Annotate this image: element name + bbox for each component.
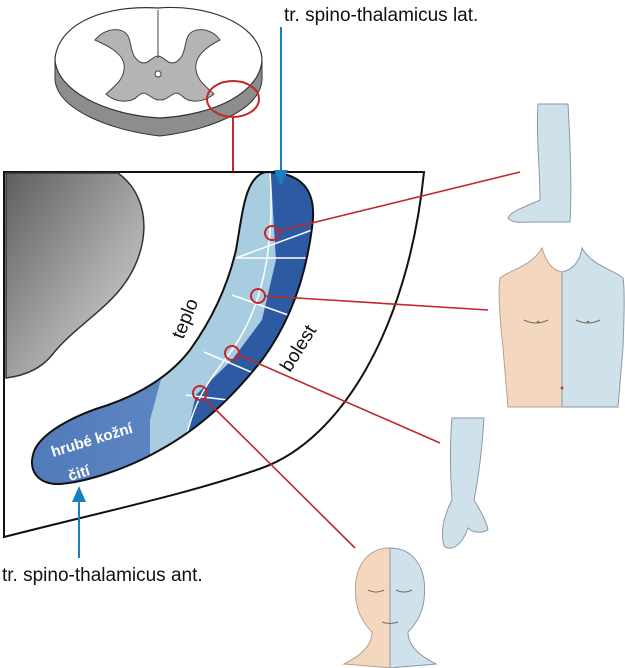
gray-matter [94, 29, 221, 102]
label-crude-touch-line2: čití [66, 462, 92, 485]
dorsal-horn [5, 172, 145, 379]
connector-lines [205, 171, 521, 549]
spinal-cord-cross-section-icon [54, 6, 263, 172]
leg-figure-icon [507, 103, 572, 223]
arm-figure-icon [441, 417, 489, 549]
label-tract-anterior: tr. spino-thalamicus ant. [2, 565, 203, 586]
head-figure-icon [342, 547, 438, 668]
torso-figure-icon [498, 246, 625, 408]
arrow-anterior-icon [72, 486, 86, 558]
label-tract-lateral: tr. spino-thalamicus lat. [284, 5, 478, 26]
arrow-lateral-icon [274, 27, 288, 186]
